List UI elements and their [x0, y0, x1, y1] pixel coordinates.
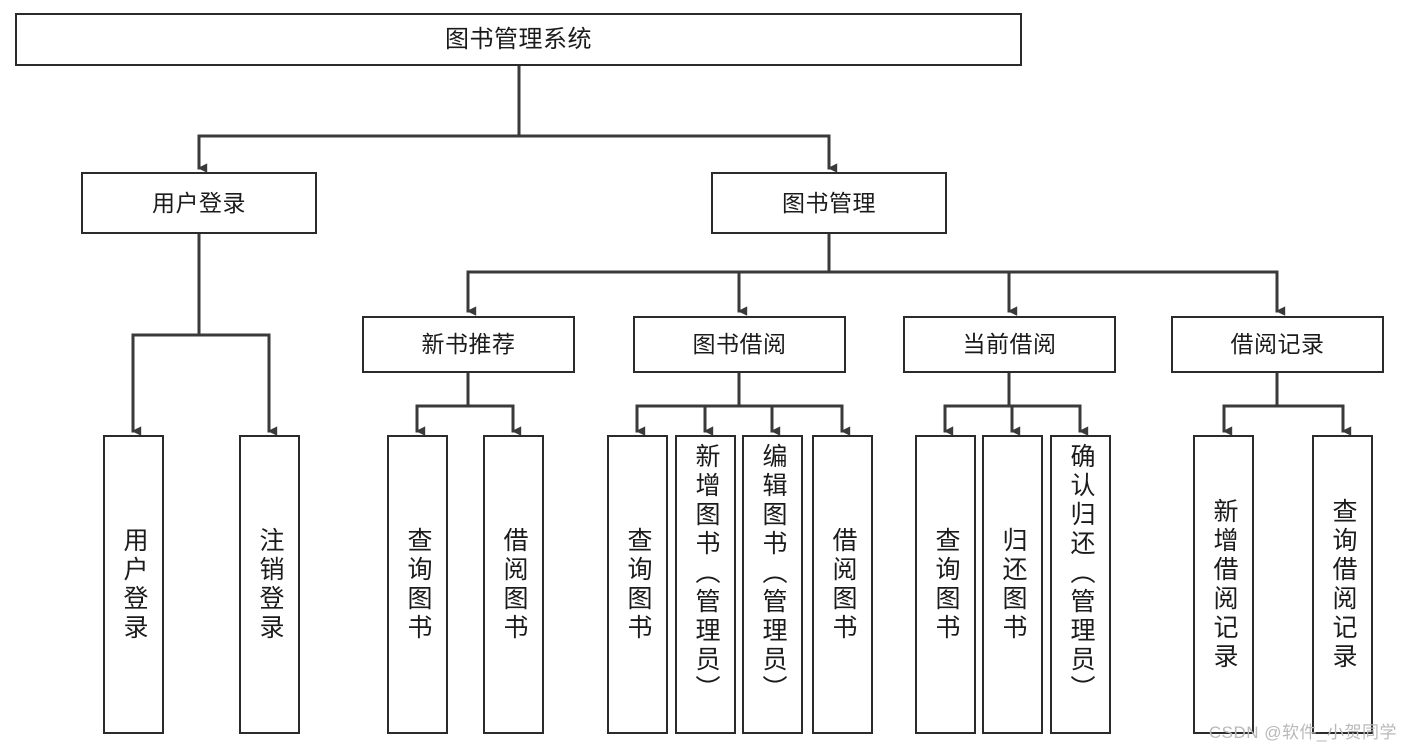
node-leaf-add-book[interactable]: 新增图书（管理员） — [675, 435, 736, 734]
node-leaf-user-logout[interactable]: 注销登录 — [239, 435, 300, 734]
node-leaf-add-book-label: 新增图书（管理员） — [692, 443, 720, 704]
node-root-label: 图书管理系统 — [445, 25, 592, 53]
node-borrow-record-label: 借阅记录 — [1230, 331, 1325, 357]
node-leaf-borrow-book-1-label: 借阅图书 — [500, 526, 528, 643]
node-leaf-borrow-book-1[interactable]: 借阅图书 — [483, 435, 544, 734]
node-user-login-label: 用户登录 — [152, 189, 246, 216]
node-book-borrow[interactable]: 图书借阅 — [633, 316, 846, 373]
node-leaf-query-book-3[interactable]: 查询图书 — [915, 435, 976, 734]
node-leaf-query-book-1-label: 查询图书 — [404, 526, 432, 643]
node-leaf-edit-book-label: 编辑图书（管理员） — [759, 443, 787, 704]
node-leaf-query-book-1[interactable]: 查询图书 — [387, 435, 448, 734]
node-borrow-record[interactable]: 借阅记录 — [1171, 316, 1384, 373]
node-leaf-query-record-label: 查询借阅记录 — [1329, 497, 1357, 672]
node-root[interactable]: 图书管理系统 — [15, 13, 1022, 66]
node-leaf-query-book-3-label: 查询图书 — [932, 526, 960, 643]
node-book-manage-label: 图书管理 — [782, 189, 876, 216]
node-book-borrow-label: 图书借阅 — [692, 331, 787, 357]
node-leaf-return-book[interactable]: 归还图书 — [982, 435, 1043, 734]
node-leaf-user-logout-label: 注销登录 — [256, 526, 284, 643]
node-current-borrow[interactable]: 当前借阅 — [903, 316, 1116, 373]
node-leaf-confirm-return[interactable]: 确认归还（管理员） — [1050, 435, 1111, 734]
node-leaf-add-record-label: 新增借阅记录 — [1210, 497, 1238, 672]
node-leaf-borrow-book-2-label: 借阅图书 — [829, 526, 857, 643]
node-user-login[interactable]: 用户登录 — [81, 172, 317, 234]
node-leaf-add-record[interactable]: 新增借阅记录 — [1193, 435, 1254, 734]
node-leaf-edit-book[interactable]: 编辑图书（管理员） — [742, 435, 803, 734]
node-leaf-query-record[interactable]: 查询借阅记录 — [1312, 435, 1373, 734]
node-leaf-query-book-2[interactable]: 查询图书 — [607, 435, 668, 734]
node-leaf-borrow-book-2[interactable]: 借阅图书 — [812, 435, 873, 734]
node-new-book-recommend-label: 新书推荐 — [421, 331, 516, 357]
node-leaf-query-book-2-label: 查询图书 — [624, 526, 652, 643]
node-new-book-recommend[interactable]: 新书推荐 — [362, 316, 575, 373]
node-leaf-return-book-label: 归还图书 — [999, 526, 1027, 643]
node-leaf-user-login-label: 用户登录 — [120, 526, 148, 643]
watermark: CSDN @软件_小贺同学 — [1208, 723, 1397, 742]
node-book-manage[interactable]: 图书管理 — [711, 172, 947, 234]
node-current-borrow-label: 当前借阅 — [962, 331, 1057, 357]
node-leaf-confirm-return-label: 确认归还（管理员） — [1067, 443, 1095, 704]
node-leaf-user-login[interactable]: 用户登录 — [103, 435, 164, 734]
